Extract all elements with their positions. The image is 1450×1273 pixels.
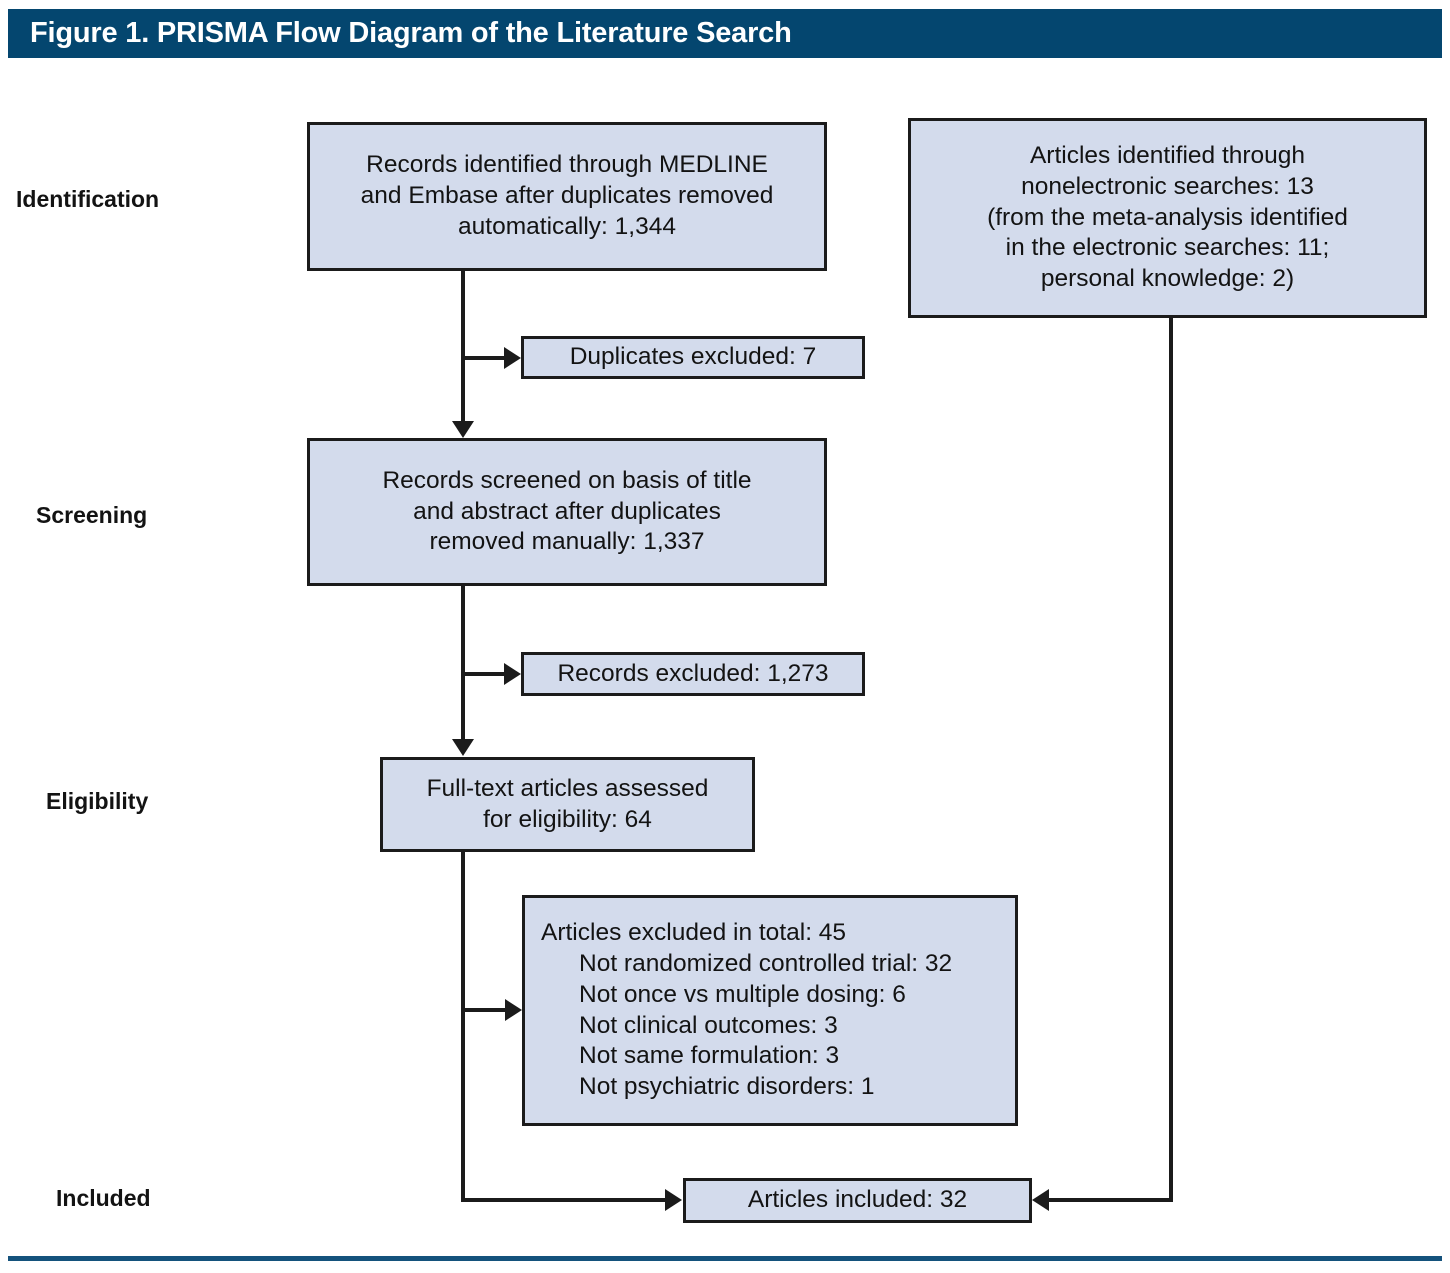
box-records-screened-line2: and abstract after duplicates xyxy=(413,497,721,525)
box-electronic-records-line3: automatically: 1,344 xyxy=(458,212,676,240)
box-articles-included: Articles included: 32 xyxy=(683,1178,1032,1223)
box-articles-excluded-reason-5: Not psychiatric disorders: 1 xyxy=(579,1073,875,1101)
box-articles-excluded-reason-2: Not once vs multiple dosing: 6 xyxy=(579,980,906,1008)
box-nonelectronic-articles-line4: in the electronic searches: 11; xyxy=(1005,234,1330,262)
box-electronic-records: Records identified through MEDLINE and E… xyxy=(307,122,827,271)
box-fulltext-assessed-text: Full-text articles assessed for eligibil… xyxy=(417,774,719,836)
box-fulltext-assessed-line2: for eligibility: 64 xyxy=(483,805,652,833)
box-nonelectronic-articles-text: Articles identified through nonelectroni… xyxy=(977,141,1358,295)
connector-records-to-screened-line xyxy=(461,271,465,421)
stage-label-eligibility: Eligibility xyxy=(46,788,149,814)
box-records-excluded-text: Records excluded: 1,273 xyxy=(557,659,829,687)
box-articles-excluded-text: Articles excluded in total: 45 Not rando… xyxy=(525,918,952,1103)
connector-duplicates-branch-arrow xyxy=(504,347,521,369)
figure-bottom-rule xyxy=(8,1256,1442,1261)
box-records-screened-text: Records screened on basis of title and a… xyxy=(372,466,761,559)
connector-fulltext-down-line xyxy=(461,852,465,1198)
box-electronic-records-line1: Records identified through MEDLINE xyxy=(366,151,768,179)
connector-included-from-right-line xyxy=(1048,1198,1173,1202)
box-records-screened-line1: Records screened on basis of title xyxy=(382,466,752,494)
box-articles-excluded-reason-3: Not clinical outcomes: 3 xyxy=(579,1011,838,1039)
box-articles-excluded-heading: Articles excluded in total: 45 xyxy=(541,918,847,946)
box-records-screened-line3: removed manually: 1,337 xyxy=(429,528,705,556)
connector-articles-excluded-branch-line xyxy=(461,1008,506,1012)
box-nonelectronic-articles-line5: personal knowledge: 2) xyxy=(1040,265,1295,293)
connector-included-from-left-line xyxy=(461,1198,667,1202)
connector-included-from-left-arrow xyxy=(665,1189,682,1211)
box-articles-included-text: Articles included: 32 xyxy=(747,1186,968,1214)
box-duplicates-excluded: Duplicates excluded: 7 xyxy=(521,336,865,379)
connector-screened-to-fulltext-line xyxy=(461,586,465,739)
box-articles-excluded: Articles excluded in total: 45 Not rando… xyxy=(522,895,1018,1126)
connector-nonelectronic-down-line xyxy=(1169,318,1173,1200)
connector-screened-to-fulltext-arrow xyxy=(452,739,474,756)
box-nonelectronic-articles-line1: Articles identified through xyxy=(1029,141,1306,169)
connector-included-from-right-arrow xyxy=(1032,1189,1049,1211)
box-records-excluded: Records excluded: 1,273 xyxy=(521,652,865,696)
figure-title: Figure 1. PRISMA Flow Diagram of the Lit… xyxy=(30,17,792,49)
figure-title-bar: Figure 1. PRISMA Flow Diagram of the Lit… xyxy=(8,9,1442,58)
box-nonelectronic-articles-line3: (from the meta-analysis identified xyxy=(987,203,1348,231)
box-nonelectronic-articles: Articles identified through nonelectroni… xyxy=(908,118,1427,318)
connector-records-excluded-branch-line xyxy=(461,672,505,676)
box-electronic-records-line2: and Embase after duplicates removed xyxy=(360,182,774,210)
box-electronic-records-text: Records identified through MEDLINE and E… xyxy=(351,150,784,243)
box-nonelectronic-articles-line2: nonelectronic searches: 13 xyxy=(1021,172,1314,200)
box-records-screened: Records screened on basis of title and a… xyxy=(307,438,827,586)
connector-articles-excluded-branch-arrow xyxy=(505,999,522,1021)
box-fulltext-assessed: Full-text articles assessed for eligibil… xyxy=(380,757,755,852)
stage-label-included: Included xyxy=(56,1185,151,1211)
box-duplicates-excluded-text: Duplicates excluded: 7 xyxy=(569,343,817,371)
box-articles-excluded-reason-1: Not randomized controlled trial: 32 xyxy=(579,949,953,977)
connector-records-to-screened-arrow xyxy=(452,421,474,438)
connector-records-excluded-branch-arrow xyxy=(504,663,521,685)
box-fulltext-assessed-line1: Full-text articles assessed xyxy=(426,774,709,802)
box-articles-excluded-reason-4: Not same formulation: 3 xyxy=(579,1042,840,1070)
stage-label-identification: Identification xyxy=(16,186,160,212)
connector-duplicates-branch-line xyxy=(461,356,505,360)
stage-label-screening: Screening xyxy=(36,502,148,528)
